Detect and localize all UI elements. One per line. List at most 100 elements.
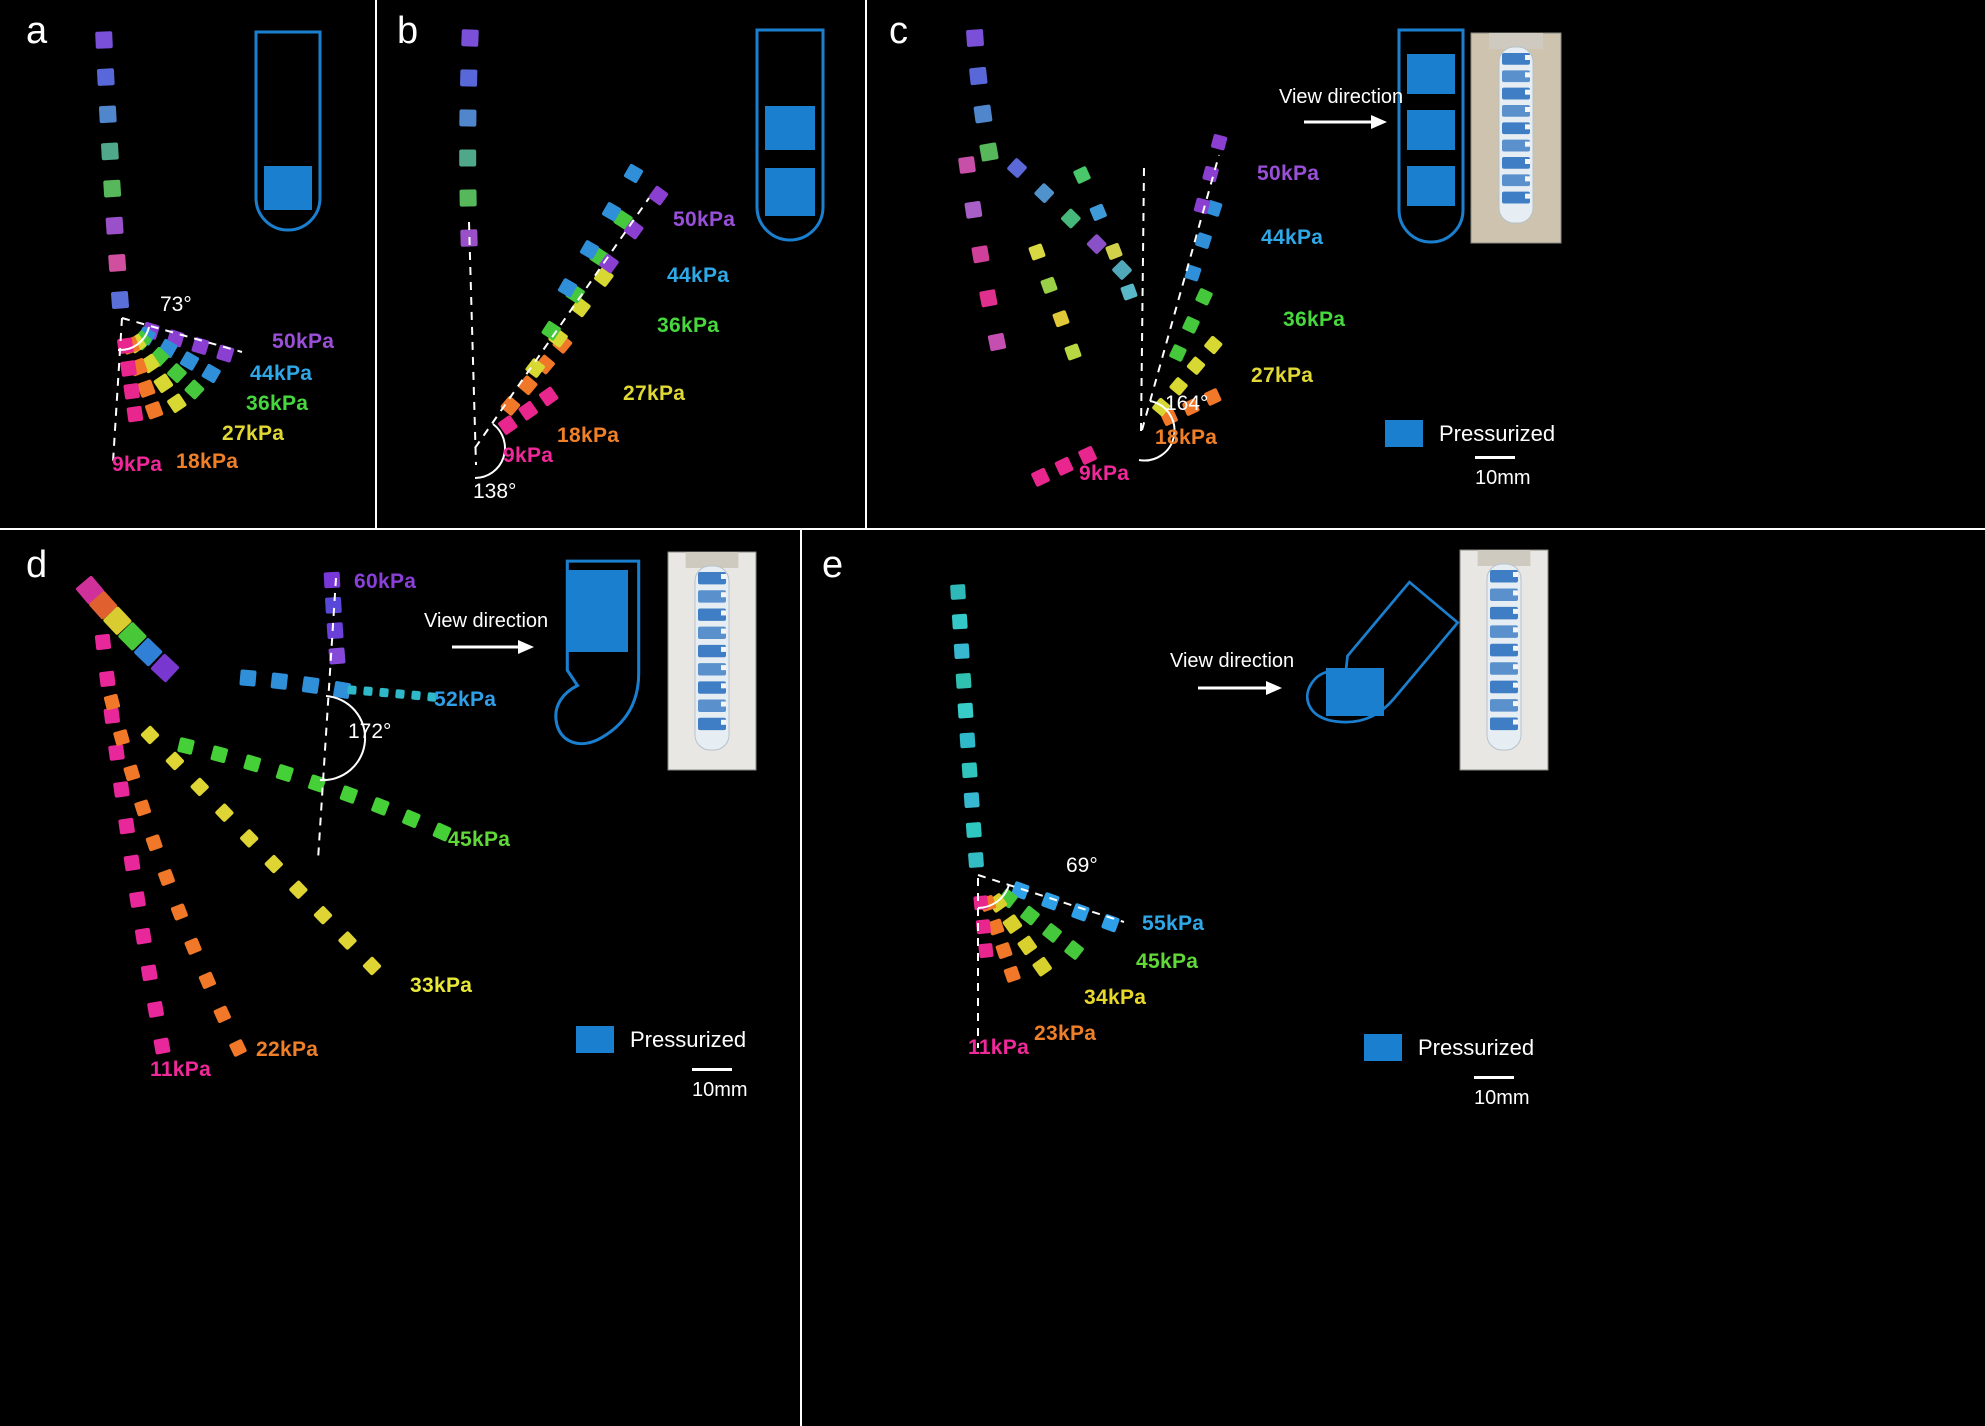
marker-square [1073, 166, 1091, 184]
marker-square [1003, 965, 1021, 983]
marker-square [1020, 905, 1040, 926]
photo-actuator-stripe [1490, 570, 1518, 583]
marker-square [103, 693, 121, 711]
marker-square [601, 202, 622, 222]
photo-marker-dot [1513, 701, 1518, 707]
marker-square [99, 670, 116, 688]
marker-square [1195, 288, 1213, 306]
photo-actuator-stripe [1502, 191, 1530, 204]
photo-marker-dot [1525, 89, 1530, 95]
marker-square [94, 633, 112, 651]
marker-square [541, 320, 561, 341]
marker-square [150, 653, 180, 683]
marker-square [500, 396, 521, 416]
marker-square [987, 332, 1007, 352]
pressurized-chamber [1407, 166, 1455, 206]
marker-square [145, 834, 163, 852]
angle-label: 73° [160, 293, 192, 316]
marker-square [326, 622, 344, 640]
marker-square [1002, 914, 1023, 934]
pressurized-chamber [1407, 110, 1455, 150]
marker-square [313, 906, 333, 925]
pressure-label: 34kPa [1084, 986, 1147, 1009]
marker-square [1011, 881, 1030, 900]
photo-actuator-stripe [1490, 625, 1518, 638]
pressurized-chamber [765, 106, 815, 150]
marker-square [362, 956, 382, 976]
marker-square [328, 647, 346, 665]
pressurized-chamber [568, 570, 628, 652]
marker-square [1040, 276, 1058, 294]
panel-e-canvas [950, 549, 1549, 1048]
marker-square [411, 690, 421, 701]
photo-actuator-stripe [698, 699, 726, 712]
marker-square [264, 855, 283, 874]
marker-square [325, 596, 342, 614]
view-direction-label: View direction [1279, 86, 1404, 108]
pressure-label: 33kPa [410, 974, 473, 997]
angle-label: 69° [1066, 854, 1098, 877]
view-direction-arrowhead [518, 640, 534, 654]
photo-marker-dot [1525, 124, 1530, 130]
dashed-guide-line [317, 577, 337, 861]
pressurized-swatch [576, 1026, 614, 1053]
pressurized-legend: Pressurized [1364, 1034, 1534, 1061]
marker-square [153, 373, 174, 393]
pressure-label: 36kPa [246, 392, 309, 415]
marker-square [1204, 388, 1222, 406]
angle-arc [474, 423, 506, 479]
pressure-label: 36kPa [657, 314, 720, 337]
marker-square [1101, 914, 1120, 933]
panel-e: e 69° View direction Pressurized 10mm 55… [802, 530, 1985, 1426]
marker-square [525, 358, 545, 378]
marker-square [427, 692, 437, 702]
photo-actuator-stripe [1490, 662, 1518, 675]
marker-square [126, 405, 144, 423]
photo-actuator-stripe [1490, 643, 1518, 657]
marker-square [137, 379, 156, 398]
marker-square [98, 105, 117, 124]
pressure-label: 18kPa [557, 424, 620, 447]
marker-square [965, 822, 982, 838]
marker-square [101, 142, 119, 161]
photo-actuator-stripe [1502, 139, 1530, 152]
marker-square [623, 163, 644, 184]
photo-marker-dot [1513, 719, 1518, 725]
marker-square [134, 638, 163, 667]
marker-square [459, 149, 477, 167]
marker-square [123, 854, 141, 872]
marker-square [95, 31, 113, 49]
scale-bar: 10mm [1475, 456, 1531, 490]
actuator-outline [254, 30, 322, 232]
marker-square [599, 253, 619, 274]
marker-square [158, 869, 175, 886]
photo-marker-dot [721, 592, 726, 598]
photo-actuator-stripe [698, 608, 726, 621]
pressurized-swatch [1364, 1034, 1402, 1061]
marker-square [89, 591, 118, 620]
marker-square [1078, 446, 1097, 465]
marker-square [371, 797, 390, 816]
panel-letter: c [889, 10, 908, 52]
marker-square [953, 643, 970, 660]
marker-square [964, 200, 983, 219]
marker-square [239, 669, 257, 687]
separator-vertical [375, 0, 377, 528]
marker-square [1028, 243, 1046, 261]
marker-square [1204, 335, 1223, 355]
scale-label: 10mm [692, 1079, 748, 1101]
photo-marker-dot [1525, 193, 1530, 199]
marker-square [243, 754, 262, 773]
pressure-label: 45kPa [448, 828, 511, 851]
panel-d-canvas [76, 551, 757, 1057]
actuator-outline [1306, 580, 1460, 724]
marker-square [198, 971, 216, 989]
marker-square [971, 245, 990, 264]
pressure-label: 36kPa [1283, 308, 1346, 331]
marker-square [1071, 903, 1090, 922]
photo-clamp [1489, 33, 1543, 49]
marker-square [190, 777, 209, 796]
photo-actuator-stripe [698, 626, 726, 640]
photo-marker-dot [1513, 590, 1518, 596]
